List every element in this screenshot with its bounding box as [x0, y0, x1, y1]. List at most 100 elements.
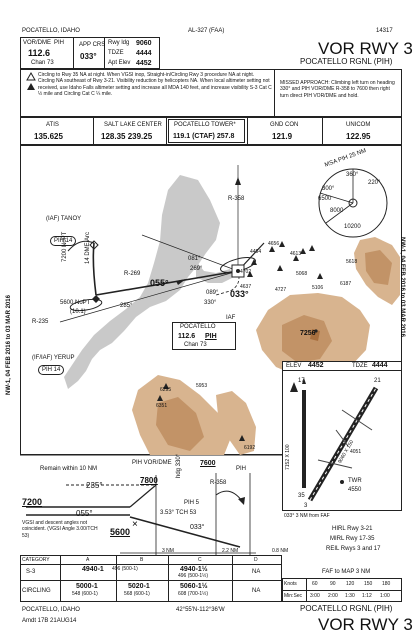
- lighting-2: MIRL Rwy 17-35: [330, 536, 375, 542]
- radial-269-label: R-269: [124, 271, 141, 277]
- msa-220: 220°: [368, 180, 381, 186]
- minima-header-d: D: [254, 557, 258, 563]
- atis-freq: 135.625: [34, 132, 63, 141]
- course-330-label: 330°: [204, 300, 217, 306]
- notes-box: [20, 69, 402, 117]
- footer-city: POCATELLO, IDAHO: [22, 607, 80, 613]
- arc-label: 7200 NoPT: [62, 231, 68, 262]
- course-089-label: 089°: [206, 290, 219, 296]
- speed-0: 60: [312, 581, 318, 587]
- apt-elev-label: Apt Elev: [108, 60, 131, 66]
- missed-approach: MISSED APPROACH: Climbing left turn on h…: [280, 80, 395, 99]
- speed-1: 90: [330, 581, 336, 587]
- profile-pih: PIH: [236, 466, 247, 472]
- rwy-ldg: 9060: [136, 40, 152, 47]
- faf-note: 033° 3 NM from FAF: [284, 513, 330, 519]
- freq-row: [20, 117, 402, 145]
- tdze: 4444: [136, 50, 152, 57]
- profile-dist-08: 0.8 NM: [272, 548, 289, 554]
- svg-text:×: ×: [132, 519, 138, 530]
- rwy-17: 17: [298, 378, 305, 384]
- footer-coords: 42°55'N-112°36'W: [176, 607, 225, 613]
- tdze-label: TDZE: [108, 50, 124, 56]
- knots-label: Knots: [284, 581, 297, 587]
- elev-7: 4613: [290, 251, 302, 257]
- hold-285: 285°: [120, 303, 133, 309]
- arc-sub2: (10.1): [70, 309, 86, 315]
- facility-ident: PIH: [205, 333, 217, 340]
- gnd-label: GND CON: [270, 122, 299, 128]
- profile-r358: R-358: [210, 480, 227, 486]
- atis-label: ATIS: [46, 122, 59, 128]
- arc-sub: 5600 NoPT: [60, 300, 91, 306]
- plan-map: [59, 165, 402, 455]
- facility-name: POCATELLO: [180, 324, 216, 330]
- airport-elev: 4452: [308, 362, 324, 369]
- profile-descent: [129, 516, 241, 548]
- minima-header-c: C: [198, 557, 202, 563]
- minima-circ-a: 5000-1: [76, 583, 98, 590]
- minima-s3-d: NA: [252, 569, 261, 575]
- tower-label: POCATELLO TOWER*: [174, 122, 236, 128]
- minima-circ-ab: 548 (600-1): [72, 591, 98, 597]
- course-055-label: 055°: [150, 278, 169, 288]
- speed-2: 120: [346, 581, 355, 587]
- nav-label: VOR/DME: [23, 40, 52, 46]
- tower-box: [168, 119, 245, 143]
- missed-path: [215, 490, 243, 502]
- minima-circ-d: NA: [252, 588, 261, 594]
- time-0: 3:00: [310, 593, 320, 599]
- elev-1: 4656: [268, 241, 280, 247]
- radial-358-label: R-358: [228, 196, 245, 202]
- time-2: 1:30: [345, 593, 355, 599]
- radial-235: [59, 270, 239, 323]
- note-triangles: [26, 72, 36, 90]
- gnd-freq: 121.9: [272, 132, 293, 141]
- minsec-label: Min:Sec: [284, 593, 303, 599]
- elev-6: 5106: [312, 285, 324, 291]
- yerup-pih: PIH 14: [38, 365, 65, 375]
- airport-tdze-label: TDZE: [352, 363, 368, 369]
- app-crs-label: APP CRS: [79, 42, 106, 48]
- msa-6500: 6500: [318, 196, 332, 202]
- elev-4: 4637: [240, 284, 252, 290]
- procedure-title: VOR RWY 3: [318, 39, 413, 58]
- course-055: [95, 270, 239, 296]
- rwy-21: 21: [374, 378, 381, 384]
- nav-chan: Chan 73: [31, 60, 54, 66]
- profile-7800: 7800: [140, 476, 158, 485]
- yerup-fix: [92, 295, 100, 303]
- rwy-3: 3: [304, 503, 308, 509]
- minima-s3-cb: 496 (500-1½): [178, 573, 209, 579]
- lighting-1: HIRL Rwy 3-21: [332, 526, 373, 532]
- course-081-label: 081°: [188, 256, 201, 262]
- profile-hdg: hdg 330°: [176, 453, 182, 478]
- tower-symbol: [340, 480, 344, 484]
- minima-header-b: B: [140, 557, 144, 563]
- profile-033: 033°: [190, 524, 205, 531]
- unicom-freq: 122.95: [346, 132, 371, 141]
- minima-s3-ab: 496 (500-1): [112, 566, 138, 572]
- minima-circ-name: CIRCLING: [22, 588, 51, 594]
- center-freq: 128.35 239.25: [101, 132, 153, 141]
- rwy-ldg-label: Rwy ldg: [108, 40, 130, 46]
- msa-10200: 10200: [344, 224, 361, 230]
- time-4: 1:00: [380, 593, 390, 599]
- profile-5600: 5600: [110, 527, 131, 537]
- comm-box: [20, 37, 160, 69]
- reservoir-area: [64, 175, 220, 389]
- speed-3: 150: [364, 581, 373, 587]
- profile-remain: Remain within 10 NM: [40, 466, 98, 472]
- nav-ident: PIH: [54, 40, 65, 46]
- elev-13: 7256: [300, 330, 316, 337]
- elev-2: 5068: [296, 271, 308, 277]
- elev-8: 5618: [346, 259, 358, 265]
- rwy-dim-b: 7152 X 100: [285, 444, 291, 470]
- minima-circ-cb: 608 (700-1½): [178, 591, 209, 597]
- apt-elev: 4452: [136, 60, 152, 67]
- course-269-label: 269°: [190, 266, 203, 272]
- profile-235: 235°: [86, 481, 103, 490]
- profile-7200: 7200: [22, 497, 43, 507]
- radial-235-label: R-235: [32, 319, 49, 325]
- profile-vgsi: VGSI and descent angles not coincident. …: [22, 520, 98, 539]
